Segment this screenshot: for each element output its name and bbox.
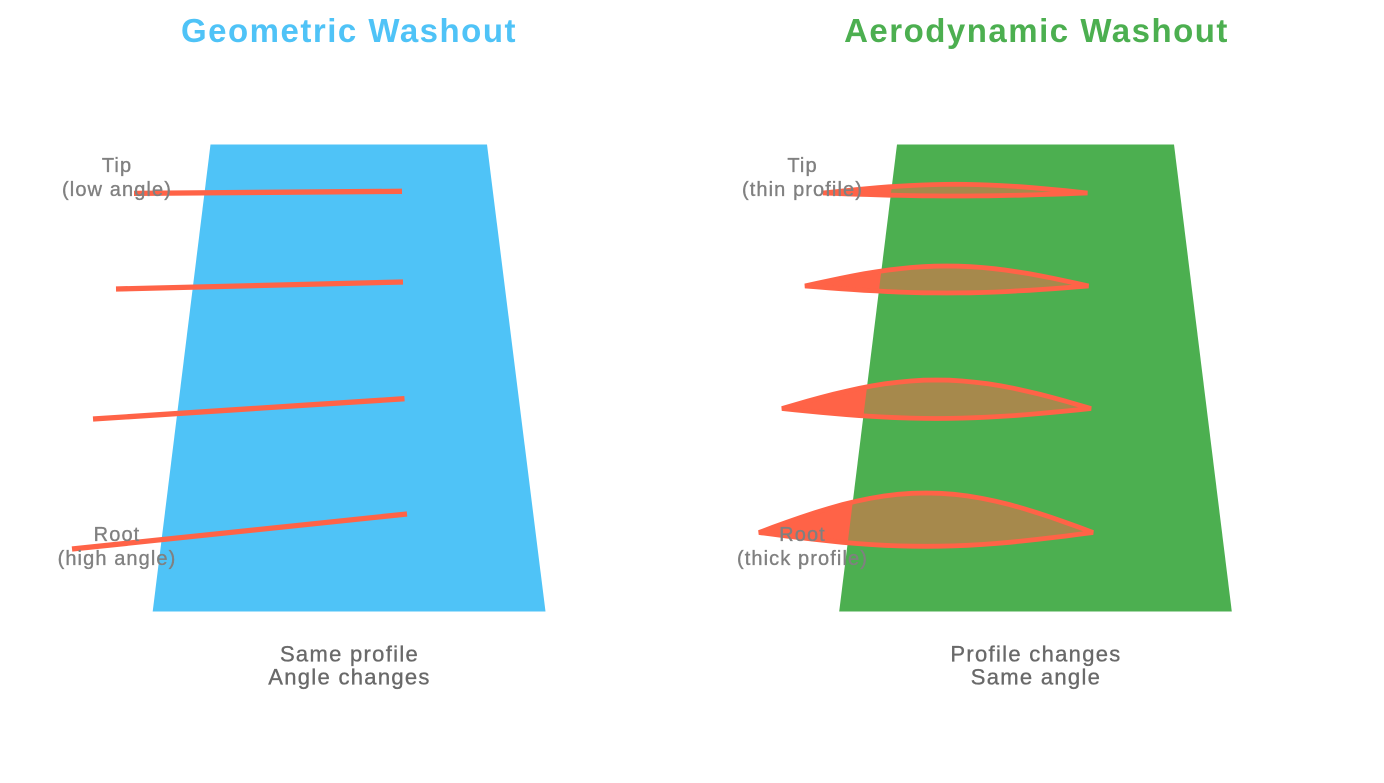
svg-text:Same angle: Same angle xyxy=(971,665,1101,690)
svg-text:Angle changes: Angle changes xyxy=(268,665,430,690)
svg-text:Profile changes: Profile changes xyxy=(950,642,1121,667)
svg-text:Geometric Washout: Geometric Washout xyxy=(181,12,517,49)
svg-text:Root: Root xyxy=(94,524,141,546)
svg-text:Aerodynamic Washout: Aerodynamic Washout xyxy=(844,12,1229,49)
svg-text:Tip: Tip xyxy=(787,155,817,177)
svg-text:(thin profile): (thin profile) xyxy=(742,179,863,201)
svg-text:Same profile: Same profile xyxy=(280,642,419,667)
svg-text:(low angle): (low angle) xyxy=(62,179,172,201)
svg-text:(thick profile): (thick profile) xyxy=(737,548,868,570)
svg-text:Tip: Tip xyxy=(102,155,132,177)
svg-text:(high angle): (high angle) xyxy=(58,548,177,570)
svg-text:Root: Root xyxy=(779,524,826,546)
